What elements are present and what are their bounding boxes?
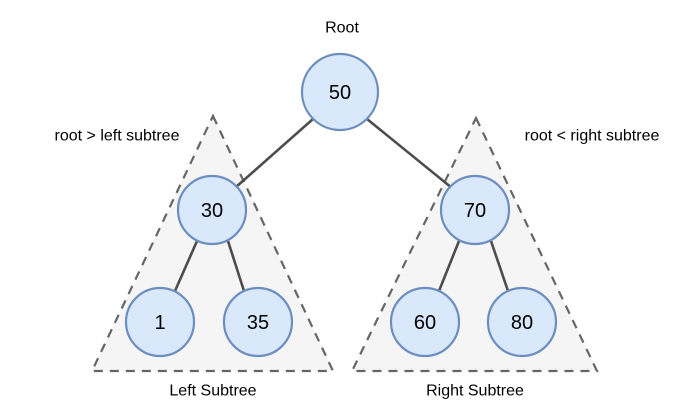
node-right-child-label: 70 bbox=[464, 200, 486, 222]
node-left-left[interactable]: 1 bbox=[124, 286, 196, 358]
edge-left-child-to-left-right bbox=[226, 240, 246, 292]
node-right-left[interactable]: 60 bbox=[389, 286, 461, 358]
tree-nodes: 50 30 70 1 35 60 bbox=[124, 52, 558, 358]
node-root-circle[interactable] bbox=[300, 52, 380, 132]
node-right-right-label: 80 bbox=[511, 312, 533, 334]
node-left-left-label: 1 bbox=[154, 312, 165, 334]
node-right-left-label: 60 bbox=[414, 312, 436, 334]
node-right-left-circle[interactable] bbox=[389, 286, 461, 358]
node-left-right-circle[interactable] bbox=[222, 286, 294, 358]
node-left-child[interactable]: 30 bbox=[176, 174, 248, 246]
edge-right-child-to-right-right bbox=[489, 240, 510, 292]
node-right-right[interactable]: 80 bbox=[486, 286, 558, 358]
node-left-child-circle[interactable] bbox=[176, 174, 248, 246]
right-subtree-caption-label: Right Subtree bbox=[426, 383, 524, 400]
node-left-left-circle[interactable] bbox=[124, 286, 196, 358]
node-left-right-label: 35 bbox=[247, 312, 269, 334]
node-right-right-circle[interactable] bbox=[486, 286, 558, 358]
edge-right-child-to-right-left bbox=[437, 240, 461, 292]
node-left-child-label: 30 bbox=[201, 200, 223, 222]
tree-edges bbox=[173, 117, 510, 292]
left-subtree-caption-label: Left Subtree bbox=[169, 383, 256, 400]
edge-root-to-right-child bbox=[366, 117, 453, 190]
right-subtree-annotation-label: root < right subtree bbox=[525, 128, 660, 145]
node-left-right[interactable]: 35 bbox=[222, 286, 294, 358]
node-right-child-circle[interactable] bbox=[439, 174, 511, 246]
diagram-labels: Root Left Subtree Right Subtree root > l… bbox=[55, 20, 660, 400]
left-subtree-annotation-label: root > left subtree bbox=[55, 128, 180, 145]
node-right-child[interactable]: 70 bbox=[439, 174, 511, 246]
root-caption-label: Root bbox=[325, 20, 359, 37]
node-root-label: 50 bbox=[329, 82, 351, 104]
node-root[interactable]: 50 bbox=[300, 52, 380, 132]
edge-root-to-left-child bbox=[235, 118, 314, 188]
edge-left-child-to-left-left bbox=[173, 240, 199, 292]
